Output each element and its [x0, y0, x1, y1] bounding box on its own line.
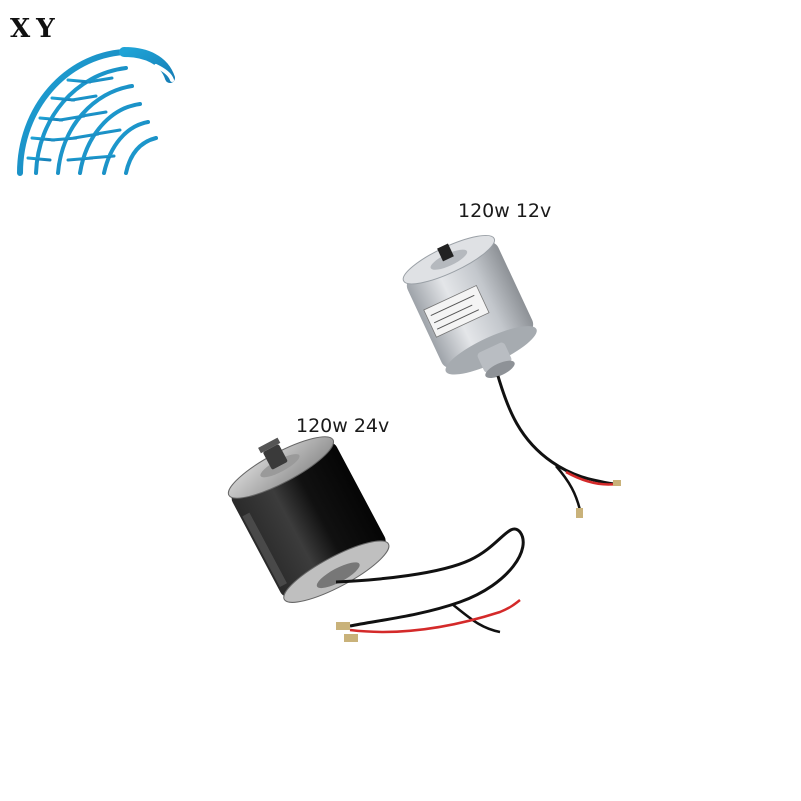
product-label-12v: 120w 12v [458, 200, 552, 222]
black-dc-motor-icon [227, 436, 525, 642]
product-label-24v: 120w 24v [296, 415, 390, 437]
brand-logo-text: XY [10, 14, 61, 44]
tire-tread-logo-icon [17, 47, 175, 176]
silver-dc-motor-icon [402, 234, 621, 518]
